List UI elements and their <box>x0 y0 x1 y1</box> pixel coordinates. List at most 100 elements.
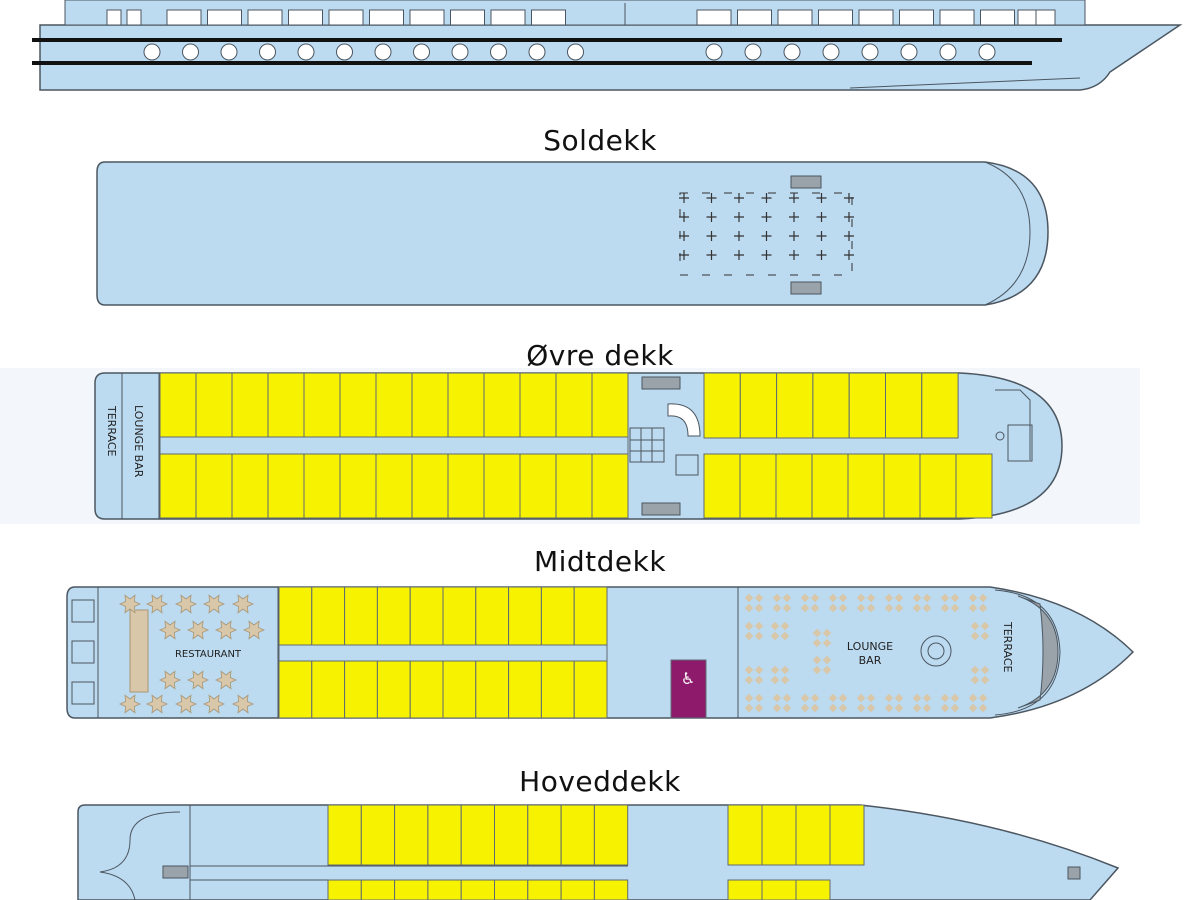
cabin <box>519 372 557 438</box>
sun-lounger <box>706 212 717 222</box>
cabin <box>311 660 346 719</box>
cabin <box>761 879 797 900</box>
deck-title-soldekk: Soldekk <box>543 124 657 157</box>
cabin <box>159 372 197 438</box>
lounge-seat <box>884 593 904 613</box>
cabin <box>394 879 429 900</box>
lounge-seat <box>856 593 876 613</box>
cabin <box>555 372 593 438</box>
lounge-seat <box>828 693 848 713</box>
cabin <box>394 804 429 866</box>
lounge-seat <box>970 621 990 641</box>
cabin <box>483 372 521 438</box>
side-window <box>737 9 772 26</box>
dining-table <box>146 594 168 614</box>
deck-title-hoveddekk: Hoveddekk <box>519 765 681 798</box>
side-window <box>106 9 122 26</box>
lounge-seat <box>968 693 988 713</box>
cabin <box>375 453 413 519</box>
side-window <box>777 9 813 26</box>
lounge-seat <box>772 593 792 613</box>
sun-lounger <box>761 193 772 203</box>
porthole <box>861 43 879 61</box>
cabin <box>560 879 595 900</box>
sun-lounger <box>789 193 799 203</box>
deck-title-ovre-dekk: Øvre dekk <box>526 339 674 372</box>
cabin <box>460 804 496 866</box>
cabin <box>494 879 529 900</box>
sun-lounger <box>761 250 772 260</box>
porthole <box>259 43 276 61</box>
sun-lounger <box>761 231 772 241</box>
side-window <box>247 9 283 26</box>
dining-table <box>159 670 181 690</box>
bow-stairs <box>1017 595 1059 709</box>
cabin <box>327 879 362 900</box>
sun-lounger <box>706 193 717 203</box>
lounge-seat <box>744 693 764 713</box>
buffet-counter <box>129 609 149 693</box>
lounge-seat <box>744 665 764 685</box>
cabin <box>885 372 923 439</box>
cabin <box>761 804 797 866</box>
spiral-staircase-icon <box>667 403 701 437</box>
cabin <box>847 453 885 519</box>
cabin <box>475 586 510 646</box>
cabin <box>409 660 444 719</box>
cabin <box>427 804 462 866</box>
cabin <box>460 879 496 900</box>
lounge-seat <box>772 693 792 713</box>
deck-plan-soldekk <box>96 161 1049 306</box>
cabin <box>573 660 608 719</box>
cabin <box>267 453 305 519</box>
sun-lounger <box>679 193 689 203</box>
sun-lounger <box>761 212 772 222</box>
cabin <box>442 586 477 646</box>
sun-lounger <box>816 193 827 203</box>
side-window <box>409 9 445 26</box>
cabin <box>442 660 477 719</box>
side-window <box>166 9 202 26</box>
porthole <box>900 43 918 61</box>
cabin <box>231 372 269 438</box>
porthole <box>744 43 762 61</box>
side-window <box>858 9 894 26</box>
porthole <box>705 43 723 61</box>
porthole <box>182 43 199 61</box>
sun-lounger <box>734 212 744 222</box>
lounge-seat <box>744 621 764 641</box>
cabin <box>703 453 741 519</box>
wheelchair-icon: ♿ <box>681 669 695 688</box>
lounge-seat <box>912 593 932 613</box>
cabin <box>360 804 396 866</box>
sun-lounger <box>706 250 717 260</box>
cabin <box>376 660 411 719</box>
dining-table <box>159 620 181 640</box>
porthole <box>783 43 801 61</box>
sun-lounger <box>789 250 799 260</box>
porthole <box>143 43 161 61</box>
dining-table <box>232 594 254 614</box>
lounge-seat <box>884 693 904 713</box>
sun-lounger <box>789 212 799 222</box>
sun-lounger <box>844 212 854 222</box>
dining-table <box>187 670 209 690</box>
cabin <box>360 879 396 900</box>
side-window <box>490 9 526 26</box>
lounge-seat <box>828 593 848 613</box>
stairs-icon <box>162 865 189 879</box>
sun-lounger <box>734 231 744 241</box>
terrace-label: TERRACE <box>1001 621 1014 673</box>
deck-plan-ovre-dekk: TERRACE LOUNGE BAR <box>0 368 1140 524</box>
cabin <box>775 453 813 519</box>
porthole <box>822 43 840 61</box>
cabin <box>447 453 485 519</box>
cabin <box>919 453 957 519</box>
cabin <box>527 879 562 900</box>
cabin <box>195 372 233 438</box>
lounge-bar-label: LOUNGE BAR <box>132 405 145 478</box>
cabin <box>555 453 593 519</box>
dining-table <box>119 594 141 614</box>
porthole <box>939 43 957 61</box>
cabin <box>591 372 629 438</box>
